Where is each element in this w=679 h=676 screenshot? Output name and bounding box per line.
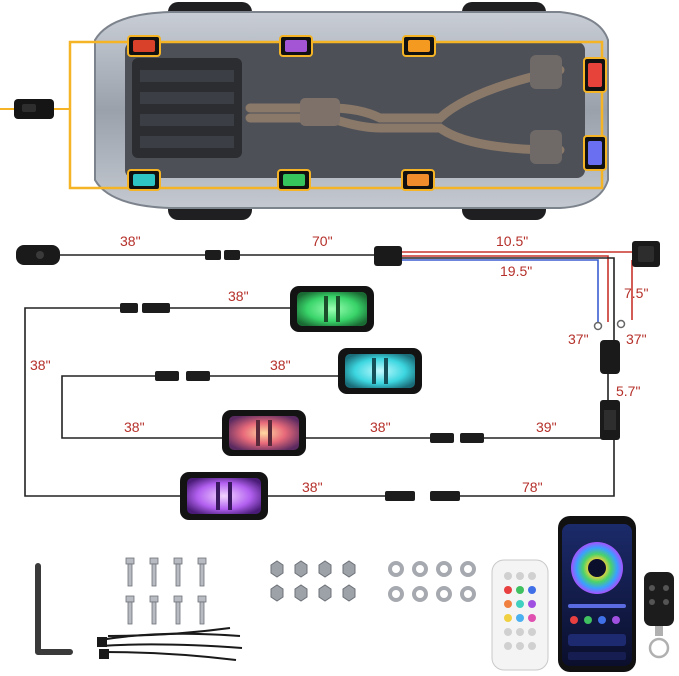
connector: [142, 303, 170, 313]
connectors: [120, 250, 484, 501]
connector: [224, 250, 240, 260]
connector: [155, 371, 179, 381]
ir-remote-icon[interactable]: [491, 559, 549, 671]
car-pod: [127, 169, 161, 191]
label-orange-pod-left: 38": [124, 419, 145, 435]
label-right-ring: 37": [626, 331, 647, 347]
pod-orange: [222, 410, 306, 456]
pod-purple: [180, 472, 268, 520]
connector: [385, 491, 415, 501]
fuse-holder: [600, 340, 620, 374]
connector: [430, 433, 454, 443]
length-labels: 38" 70" 10.5" 19.5" 7.5" 37" 37" 5.7" 38…: [30, 233, 648, 495]
car-pod: [583, 57, 607, 93]
accessories: [35, 516, 674, 672]
label-green-pod-lead: 38": [228, 288, 249, 304]
label-short-lead: 7.5": [624, 285, 648, 301]
cable-ties-icon: [97, 627, 243, 661]
car-pod: [402, 35, 436, 57]
engine-block: [132, 58, 242, 158]
muffler-bottom: [530, 130, 562, 164]
label-red-lead: 10.5": [496, 233, 528, 249]
car-underside: [68, 2, 609, 220]
connector: [430, 491, 460, 501]
wiring-harness: [24, 251, 633, 497]
car-pod: [401, 169, 435, 191]
hex-nuts-icon: [270, 560, 356, 602]
allen-key-icon: [35, 563, 73, 655]
label-controller-lower: 78": [522, 479, 543, 495]
label-cyan-pod-lead: 38": [270, 357, 291, 373]
label-switch-to-joint: 38": [120, 233, 141, 249]
label-controller-upper: 39": [536, 419, 557, 435]
pod-green: [290, 286, 374, 332]
label-blue-lead: 19.5": [500, 263, 532, 279]
ring-terminal: [593, 321, 603, 331]
muffler-top: [530, 55, 562, 89]
exhaust-pipe: [245, 65, 565, 123]
connector: [186, 371, 210, 381]
label-joint-to-box: 70": [312, 233, 333, 249]
car-pods: [127, 35, 607, 191]
car-pod: [277, 169, 311, 191]
pod-cyan: [338, 348, 422, 394]
washers-icon: [388, 561, 476, 602]
connector: [120, 303, 138, 313]
label-left-loop: 38": [30, 357, 51, 373]
car-pod: [583, 135, 607, 171]
label-box-to-controller: 5.7": [616, 383, 640, 399]
phone-app-icon[interactable]: [558, 516, 636, 672]
label-orange-pod-right: 38": [370, 419, 391, 435]
junction-box: [374, 246, 402, 266]
key-fob-remote-icon[interactable]: [644, 572, 674, 659]
car-pod: [127, 35, 161, 57]
bolts-icon: [125, 557, 207, 625]
connector: [205, 250, 221, 260]
install-outline: [68, 40, 604, 190]
ring-terminal: [616, 319, 626, 329]
car-pod: [279, 35, 313, 57]
connector: [460, 433, 484, 443]
label-purple-pod-lead: 38": [302, 479, 323, 495]
label-left-ring: 37": [568, 331, 589, 347]
